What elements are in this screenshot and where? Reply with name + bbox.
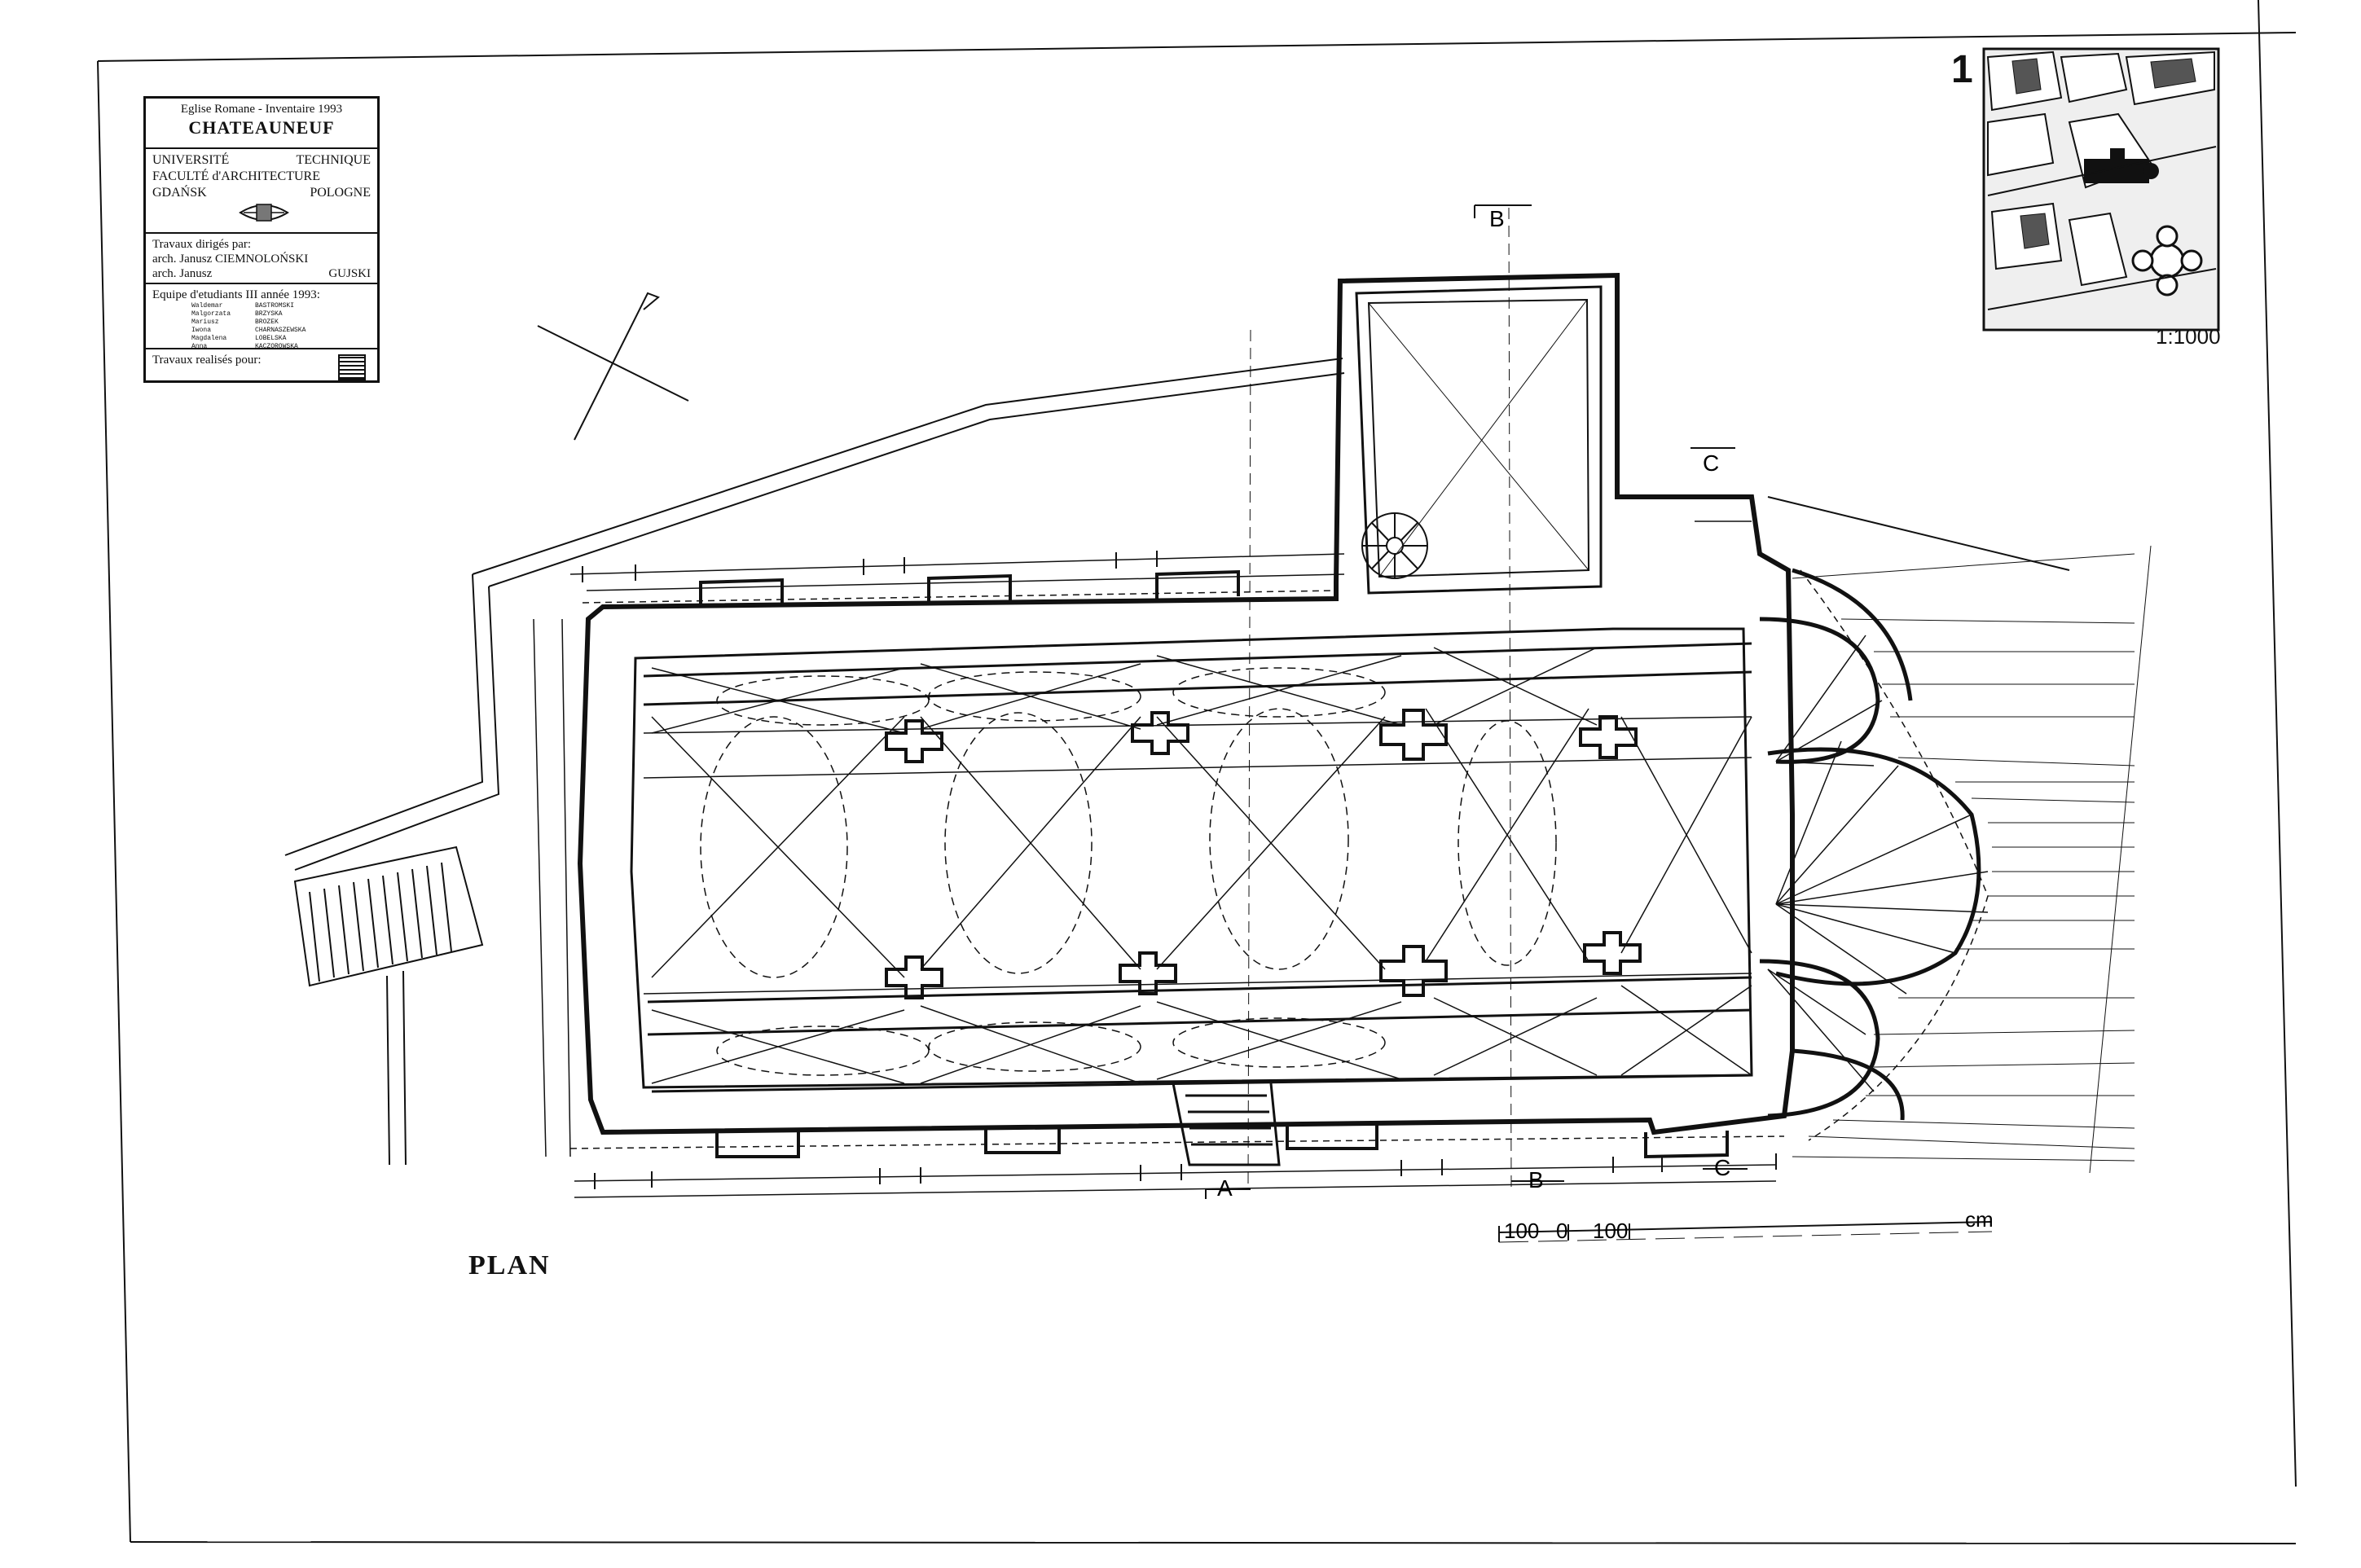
location-map [1982, 47, 2220, 332]
church-plan [569, 272, 2152, 1174]
dimension-ticks [582, 546, 1777, 1189]
dimension-chains [533, 520, 1777, 1198]
scale-bar [1498, 1221, 1993, 1243]
univ-line2: FACULTÉ d'ARCHITECTURE [152, 169, 320, 183]
foundation-outline [569, 569, 1989, 1149]
university-crest-icon [239, 204, 289, 222]
scale-bar-unit: cm [1965, 1207, 1994, 1232]
apse-radial-lines [1767, 635, 1989, 1092]
apse-dimension-lines [1792, 545, 2152, 1174]
director-2-left: arch. Janusz [152, 267, 213, 280]
sponsor-logo-icon [338, 354, 366, 380]
apses [1759, 568, 1981, 1121]
section-label-a: A [1217, 1175, 1233, 1201]
inventory-header: Eglise Romane - Inventaire 1993 [180, 103, 343, 116]
location-map-scale: 1:1000 [2156, 324, 2221, 349]
section-label-b-top: B [1489, 206, 1505, 231]
univ-line1-left: UNIVERSITÉ [152, 153, 230, 167]
vault-projections [700, 667, 1557, 1076]
site-wall [284, 358, 2070, 871]
scale-bar-right: 100 [1593, 1219, 1628, 1243]
directors-block: Travaux dirigés par: arch. Janusz CIEMNO… [146, 234, 377, 284]
director-1: arch. Janusz CIEMNOLOŃSKI [152, 253, 309, 266]
director-2-right: GUJSKI [328, 267, 371, 280]
section-label-b: B [1528, 1167, 1544, 1192]
buttresses [699, 569, 1729, 1159]
rotunda-footprint [2131, 225, 2203, 296]
title-block: Eglise Romane - Inventaire 1993 CHATEAUN… [143, 96, 380, 383]
arcade-lines [643, 642, 1752, 1093]
sheet-border [97, 0, 2297, 1544]
vault-ribs [643, 647, 1752, 1084]
plan-label: PLAN [468, 1250, 551, 1280]
church-title: CHATEAUNEUF [188, 117, 335, 138]
sheet-number: 1 [1951, 48, 1973, 91]
univ-line3-left: GDAŃSK [152, 186, 207, 200]
team-head: Equipe d'etudiants III année 1993: [152, 288, 320, 301]
piers [885, 709, 1642, 999]
title-block-header: Eglise Romane - Inventaire 1993 CHATEAUN… [146, 99, 377, 149]
realized-for-block: Travaux realisés pour: [146, 349, 377, 382]
univ-line1-right: TECHNIQUE [296, 153, 371, 167]
univ-line3-right: POLOGNE [310, 186, 371, 200]
section-label-c: C [1714, 1155, 1730, 1180]
section-markers [1205, 204, 1748, 1199]
directed-by-label: Travaux dirigés par: [152, 238, 252, 251]
north-arrow [537, 292, 689, 441]
team-block: Equipe d'etudiants III année 1993: Walde… [146, 284, 377, 351]
south-porch [1172, 1083, 1281, 1166]
realized-for-label: Travaux realisés pour: [152, 354, 262, 367]
scale-bar-left: 100 [1504, 1219, 1539, 1243]
tower-spiral-stair [1361, 512, 1428, 579]
scale-bar-zero: 0 [1556, 1219, 1567, 1243]
section-label-c-top: C [1703, 450, 1719, 476]
exterior-stairs [293, 845, 484, 1166]
university-block: UNIVERSITÉ TECHNIQUE FACULTÉ d'ARCHITECTU… [146, 149, 377, 234]
